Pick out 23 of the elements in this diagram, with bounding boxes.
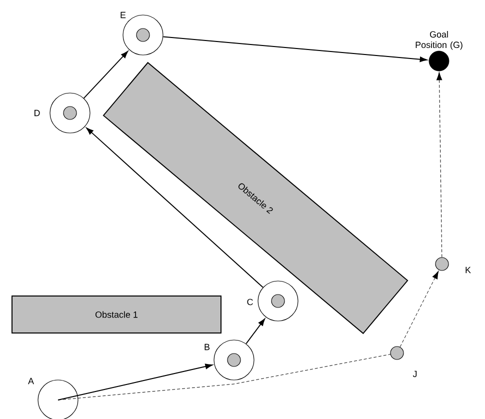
point-label: B [204, 344, 210, 350]
arrow [246, 318, 265, 344]
arrow [83, 51, 128, 99]
point-label: C [247, 298, 253, 306]
arrow [86, 128, 264, 288]
waypoint-circle [435, 257, 449, 271]
point-label: E [120, 12, 126, 18]
arrow [58, 364, 212, 400]
arrow [436, 72, 442, 258]
arrow [400, 270, 439, 348]
waypoint-circle [390, 346, 404, 360]
goal-point: Goal Position (G) [416, 31, 462, 72]
point-label: J [412, 370, 417, 378]
waypoint-circle [258, 280, 298, 322]
obstacle-box: Obstacle 1 [12, 296, 222, 334]
point-label: D [34, 110, 40, 116]
point-label: K [466, 266, 471, 274]
path-line [58, 354, 391, 400]
point-label: A [28, 378, 34, 384]
waypoint-circle [214, 340, 254, 380]
waypoint-circle [50, 92, 90, 134]
arrow [162, 36, 428, 62]
node-label: Goal Position (G) [416, 30, 462, 50]
